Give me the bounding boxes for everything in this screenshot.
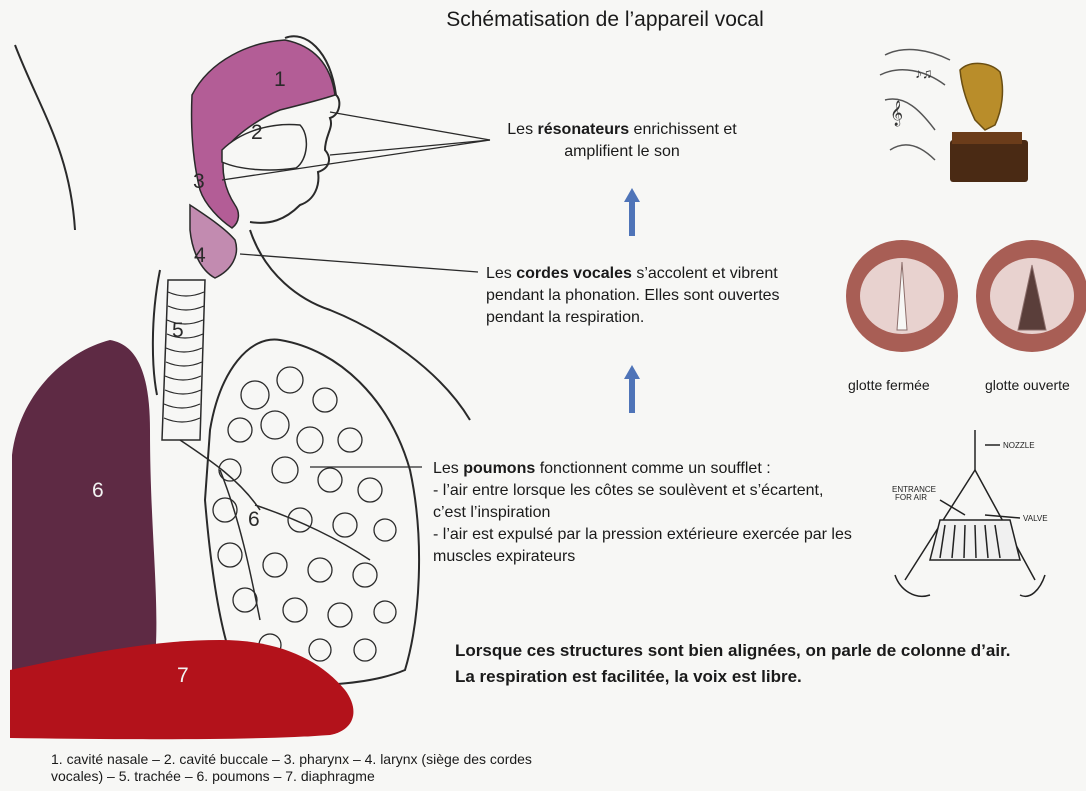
- bellows-label-valve: VALVE: [1023, 514, 1048, 523]
- glottis-closed-icon: [846, 240, 958, 352]
- text-segment: Les: [486, 265, 516, 282]
- gramophone-icon: 𝄞 ♪♫: [880, 50, 1028, 182]
- keyword-poumons: poumons: [463, 460, 535, 477]
- number-label: 4: [194, 244, 206, 267]
- resonators-description: Les résonateurs enrichissent et amplifie…: [472, 119, 772, 163]
- caption-glotte-fermee: glotte fermée: [848, 377, 930, 393]
- lungs-description: Les poumons fonctionnent comme un souffl…: [433, 458, 853, 568]
- number-label: 1: [274, 68, 286, 91]
- number-label: 5: [172, 319, 184, 342]
- up-arrow-icon: [624, 188, 640, 236]
- text-segment: fonctionnent comme un soufflet :: [535, 460, 770, 477]
- number-label: 2: [251, 121, 263, 144]
- number-label: 6: [92, 479, 104, 502]
- legend: 1. cavité nasale – 2. cavité buccale – 3…: [51, 751, 571, 785]
- keyword-cordes-vocales: cordes vocales: [516, 265, 632, 282]
- svg-text:𝄞: 𝄞: [890, 100, 903, 126]
- lungs-expiration: - l’air est expulsé par la pression exté…: [433, 524, 853, 568]
- text-segment: Les: [507, 121, 537, 138]
- vocal-cords-description: Les cordes vocales s’accolent et vibrent…: [486, 263, 816, 329]
- text-segment: Les: [433, 460, 463, 477]
- number-label: 6: [248, 508, 260, 531]
- conclusion: Lorsque ces structures sont bien alignée…: [455, 638, 1086, 690]
- lungs-inspiration: - l’air entre lorsque les côtes se soulè…: [433, 480, 853, 524]
- lungs-intro: Les poumons fonctionnent comme un souffl…: [433, 458, 853, 480]
- conclusion-line: La respiration est facilitée, la voix es…: [455, 664, 1086, 690]
- lung-left: [12, 340, 156, 700]
- number-label: 3: [193, 170, 205, 193]
- trachea: [162, 280, 205, 440]
- number-label: 7: [177, 664, 189, 687]
- caption-glotte-ouverte: glotte ouverte: [985, 377, 1070, 393]
- keyword-resonateurs: résonateurs: [538, 121, 630, 138]
- conclusion-line: Lorsque ces structures sont bien alignée…: [455, 638, 1086, 664]
- bellows-label-entrance: FOR AIR: [895, 493, 927, 502]
- bellows-label-nozzle: NOZZLE: [1003, 441, 1035, 450]
- svg-text:♪♫: ♪♫: [915, 65, 933, 81]
- head-outline: [15, 45, 75, 230]
- up-arrow-icon: [624, 365, 640, 413]
- glottis-open-icon: [976, 240, 1086, 352]
- back-outline: [153, 270, 160, 395]
